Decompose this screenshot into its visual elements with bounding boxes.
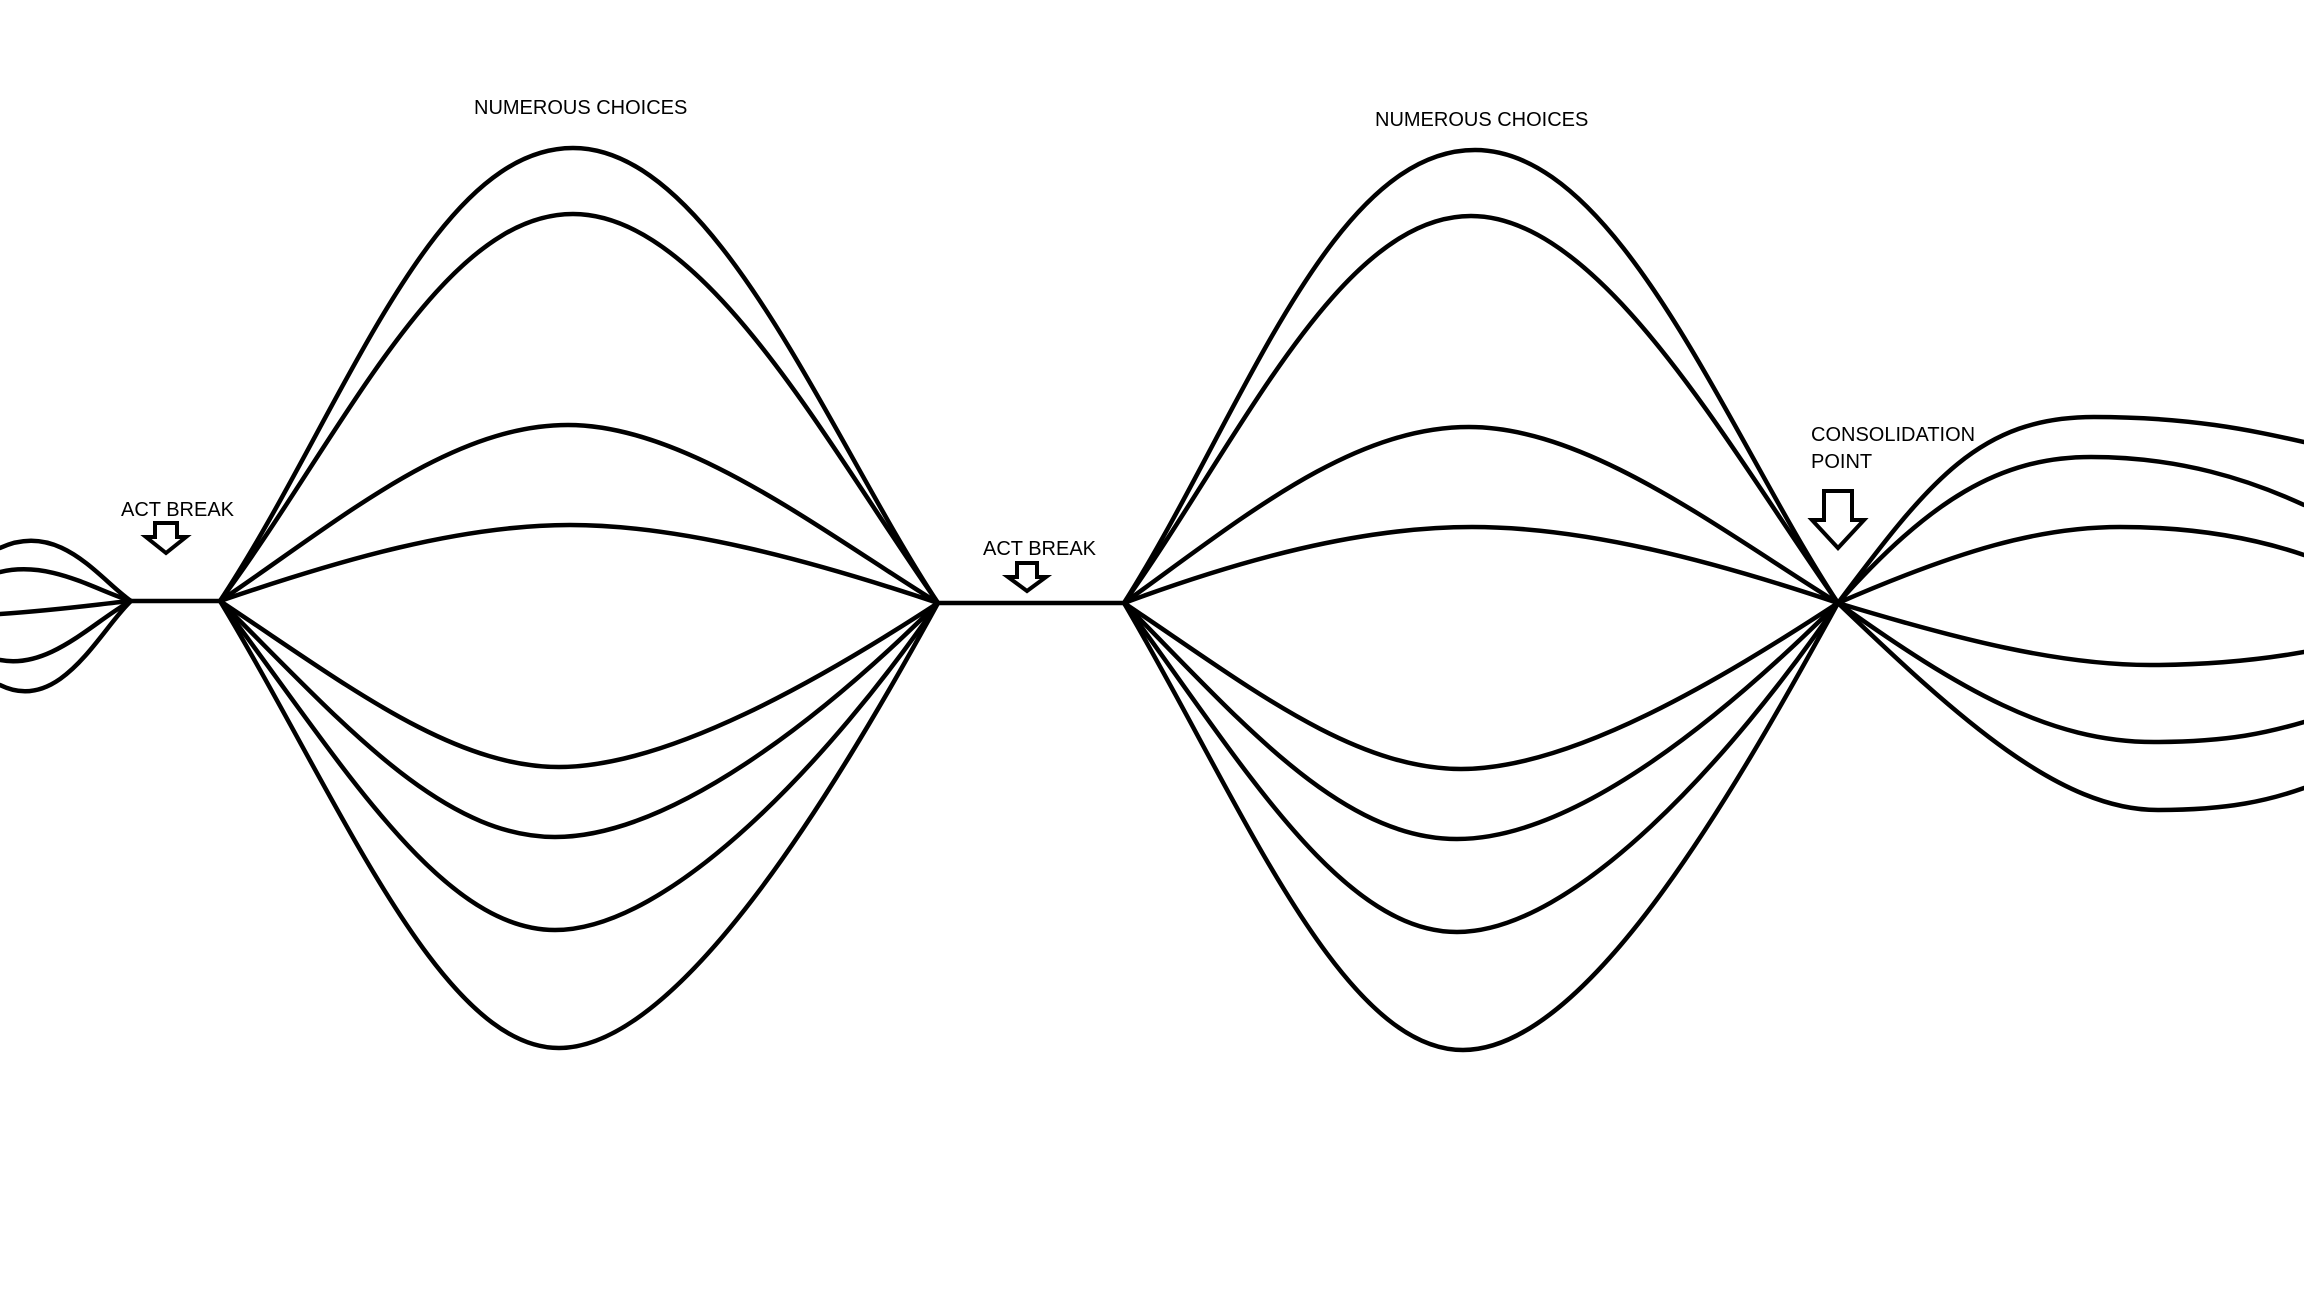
choices-fan-1 <box>217 145 941 1051</box>
branch-curve <box>217 145 941 606</box>
down-arrow-icon <box>140 521 192 556</box>
branch-curve <box>1121 524 1841 606</box>
branch-curve <box>217 598 941 1051</box>
branch-curve <box>1121 600 1841 842</box>
branch-curve <box>1835 600 2304 668</box>
choices-fan-2 <box>1121 147 1841 1053</box>
branch-curve <box>0 538 134 604</box>
branch-curve <box>1835 524 2304 606</box>
branch-curve <box>217 598 941 770</box>
consolidation-point-label-line1: CONSOLIDATION <box>1811 424 1975 446</box>
branch-curve <box>1121 424 1841 606</box>
branch-curve <box>1835 454 2304 606</box>
consolidation-point-label-line2: POINT <box>1811 451 1872 473</box>
branch-curve <box>217 522 941 606</box>
act-break-label-1: ACT BREAK <box>121 499 235 521</box>
branch-curve <box>0 566 134 604</box>
branch-curve <box>1121 213 1841 606</box>
branch-curve <box>1121 147 1841 606</box>
branch-curve <box>1121 600 1841 1053</box>
numerous-choices-label-2: NUMEROUS CHOICES <box>1375 109 1588 131</box>
branch-curve <box>1835 414 2304 606</box>
branch-curve <box>217 598 941 840</box>
act-break-label-2: ACT BREAK <box>983 538 1097 560</box>
leading-fan <box>0 538 134 694</box>
branch-curve <box>0 598 134 617</box>
branch-curve <box>217 598 941 933</box>
branch-curve <box>217 211 941 606</box>
branch-curve <box>1835 600 2304 813</box>
branch-curve <box>1121 600 1841 772</box>
down-arrow-icon <box>1807 489 1869 551</box>
numerous-choices-label-1: NUMEROUS CHOICES <box>474 97 687 119</box>
branch-curve <box>1121 600 1841 935</box>
trailing-fan <box>1835 414 2304 813</box>
branch-curve <box>1835 600 2304 745</box>
branch-curve <box>0 598 134 664</box>
down-arrow-icon <box>1001 561 1053 594</box>
branch-curve <box>0 598 134 694</box>
branch-curve <box>217 422 941 606</box>
